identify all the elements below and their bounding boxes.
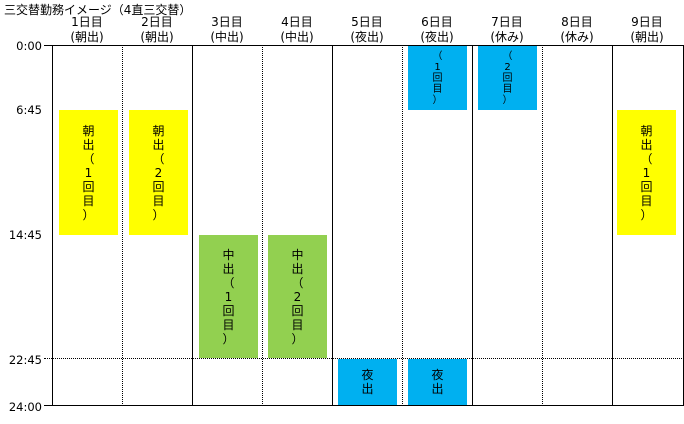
day-header-1: 1日目(朝出) — [70, 15, 104, 44]
day-header-6: 6日目(夜出) — [420, 15, 454, 44]
grid-col-line — [542, 45, 543, 406]
day-header-5: 5日目(夜出) — [350, 15, 384, 44]
time-label-2400: 24:00 — [8, 400, 42, 414]
grid-col-line — [472, 45, 473, 406]
day-header-3: 3日目(中出) — [210, 15, 244, 44]
grid-line-2245 — [44, 358, 684, 359]
time-label-2245: 22:45 — [8, 353, 42, 367]
day-header-7: 7日目(休み) — [490, 15, 524, 44]
grid-col-line — [52, 45, 53, 406]
grid-col-line — [122, 45, 123, 406]
shift-block-night-day5: 夜出 — [338, 359, 397, 405]
time-label-1445: 14:45 — [8, 228, 42, 242]
time-label-0000: 0:00 — [16, 39, 42, 53]
day-header-4: 4日目(中出) — [280, 15, 314, 44]
grid-col-line — [612, 45, 613, 406]
day-header-2: 2日目(朝出) — [140, 15, 174, 44]
grid-col-line — [332, 45, 333, 406]
grid-col-line — [402, 45, 403, 406]
grid-col-line — [262, 45, 263, 406]
grid-line-2400 — [44, 405, 684, 406]
grid-line-0000 — [44, 45, 684, 46]
page-title: 三交替勤務イメージ（4直三交替） — [4, 3, 192, 17]
time-label-0645: 6:45 — [16, 103, 42, 117]
day-header-9: 9日目(朝出) — [630, 15, 664, 44]
shift-block-night-day6-late: 夜出 — [408, 359, 467, 405]
day-header-8: 8日目(休み) — [560, 15, 594, 44]
grid-col-line — [192, 45, 193, 406]
